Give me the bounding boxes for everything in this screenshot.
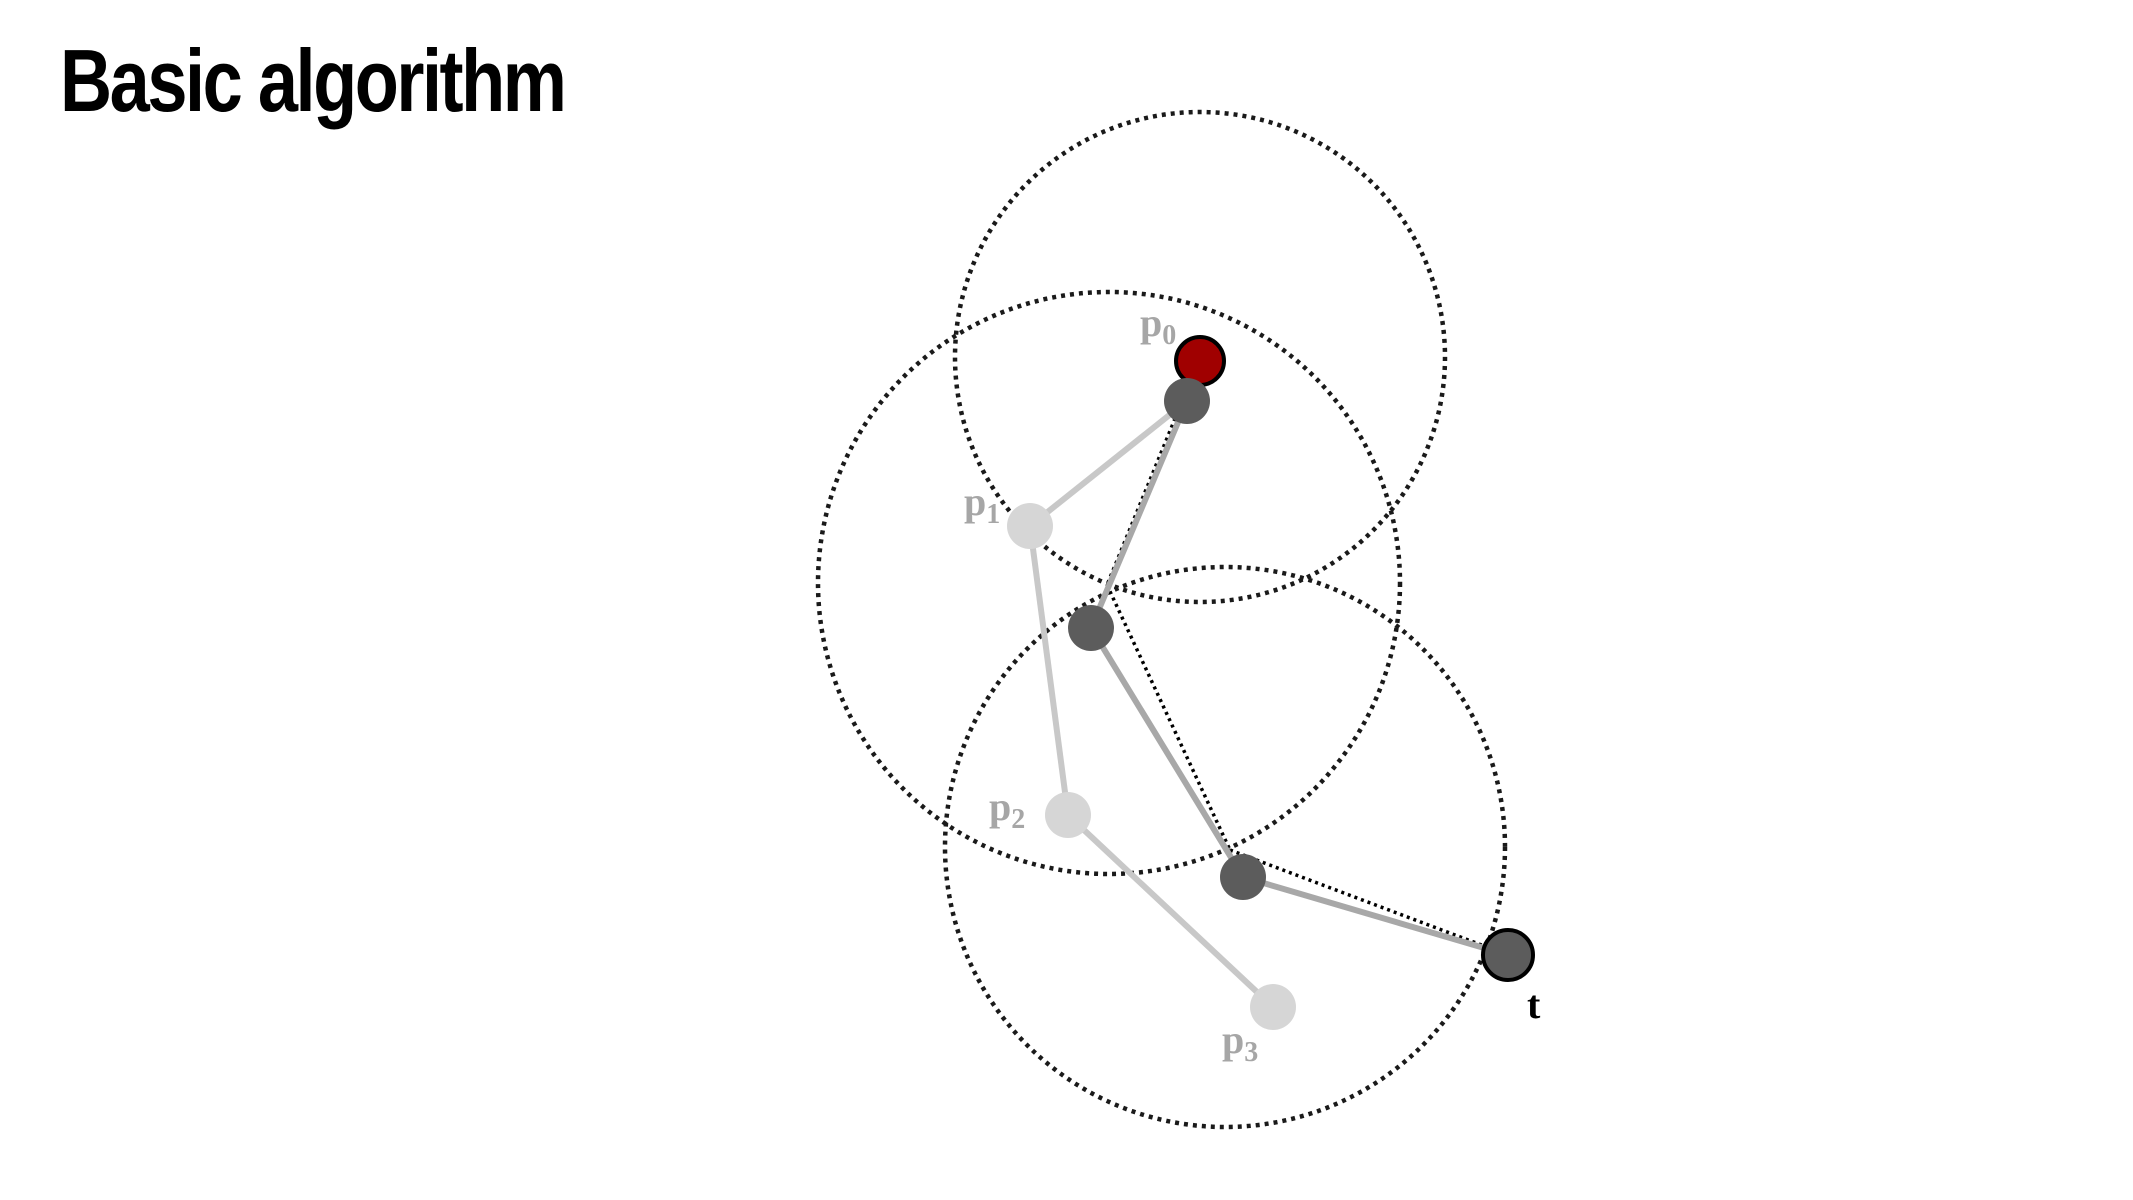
label-p1-base: p	[964, 479, 986, 524]
label-p2-sub: 2	[1011, 804, 1025, 835]
construction-line-upper	[1105, 359, 1201, 586]
slide-title: Basic algorithm	[60, 31, 567, 130]
label-p0-base: p	[1140, 300, 1162, 345]
current-joint-2	[1068, 605, 1114, 651]
original-joint-p1	[1007, 503, 1053, 549]
reach-circle-bottom	[942, 564, 1508, 1130]
current-joint-1	[1164, 378, 1210, 424]
label-p1-sub: 1	[986, 499, 1000, 530]
construction-line-middle	[1105, 584, 1232, 851]
label-p3: p3	[1222, 1017, 1258, 1068]
construction-line-lower	[1229, 848, 1509, 957]
original-joint-p2	[1045, 792, 1091, 838]
original-bone-p2-p3	[1065, 812, 1276, 1010]
label-p2: p2	[989, 784, 1025, 835]
reach-circle-middle	[815, 289, 1403, 877]
label-p0: p0	[1140, 300, 1176, 351]
current-bone-1	[1088, 399, 1190, 630]
target-effector-p0	[1174, 335, 1226, 387]
original-bone-p1-p2	[1027, 525, 1071, 816]
current-bone-3	[1242, 874, 1509, 958]
original-bone-p0-p1	[1028, 398, 1189, 529]
label-p3-sub: 3	[1244, 1037, 1258, 1068]
current-bone-2	[1088, 626, 1246, 879]
label-p3-base: p	[1222, 1017, 1244, 1062]
reach-circle-top	[952, 109, 1448, 605]
label-p0-sub: 0	[1162, 320, 1176, 351]
label-target: t	[1527, 982, 1541, 1027]
target-point-t	[1481, 928, 1535, 982]
original-joint-p3	[1250, 984, 1296, 1030]
current-joint-3	[1220, 854, 1266, 900]
label-p1: p1	[964, 479, 1000, 530]
label-p2-base: p	[989, 784, 1011, 829]
